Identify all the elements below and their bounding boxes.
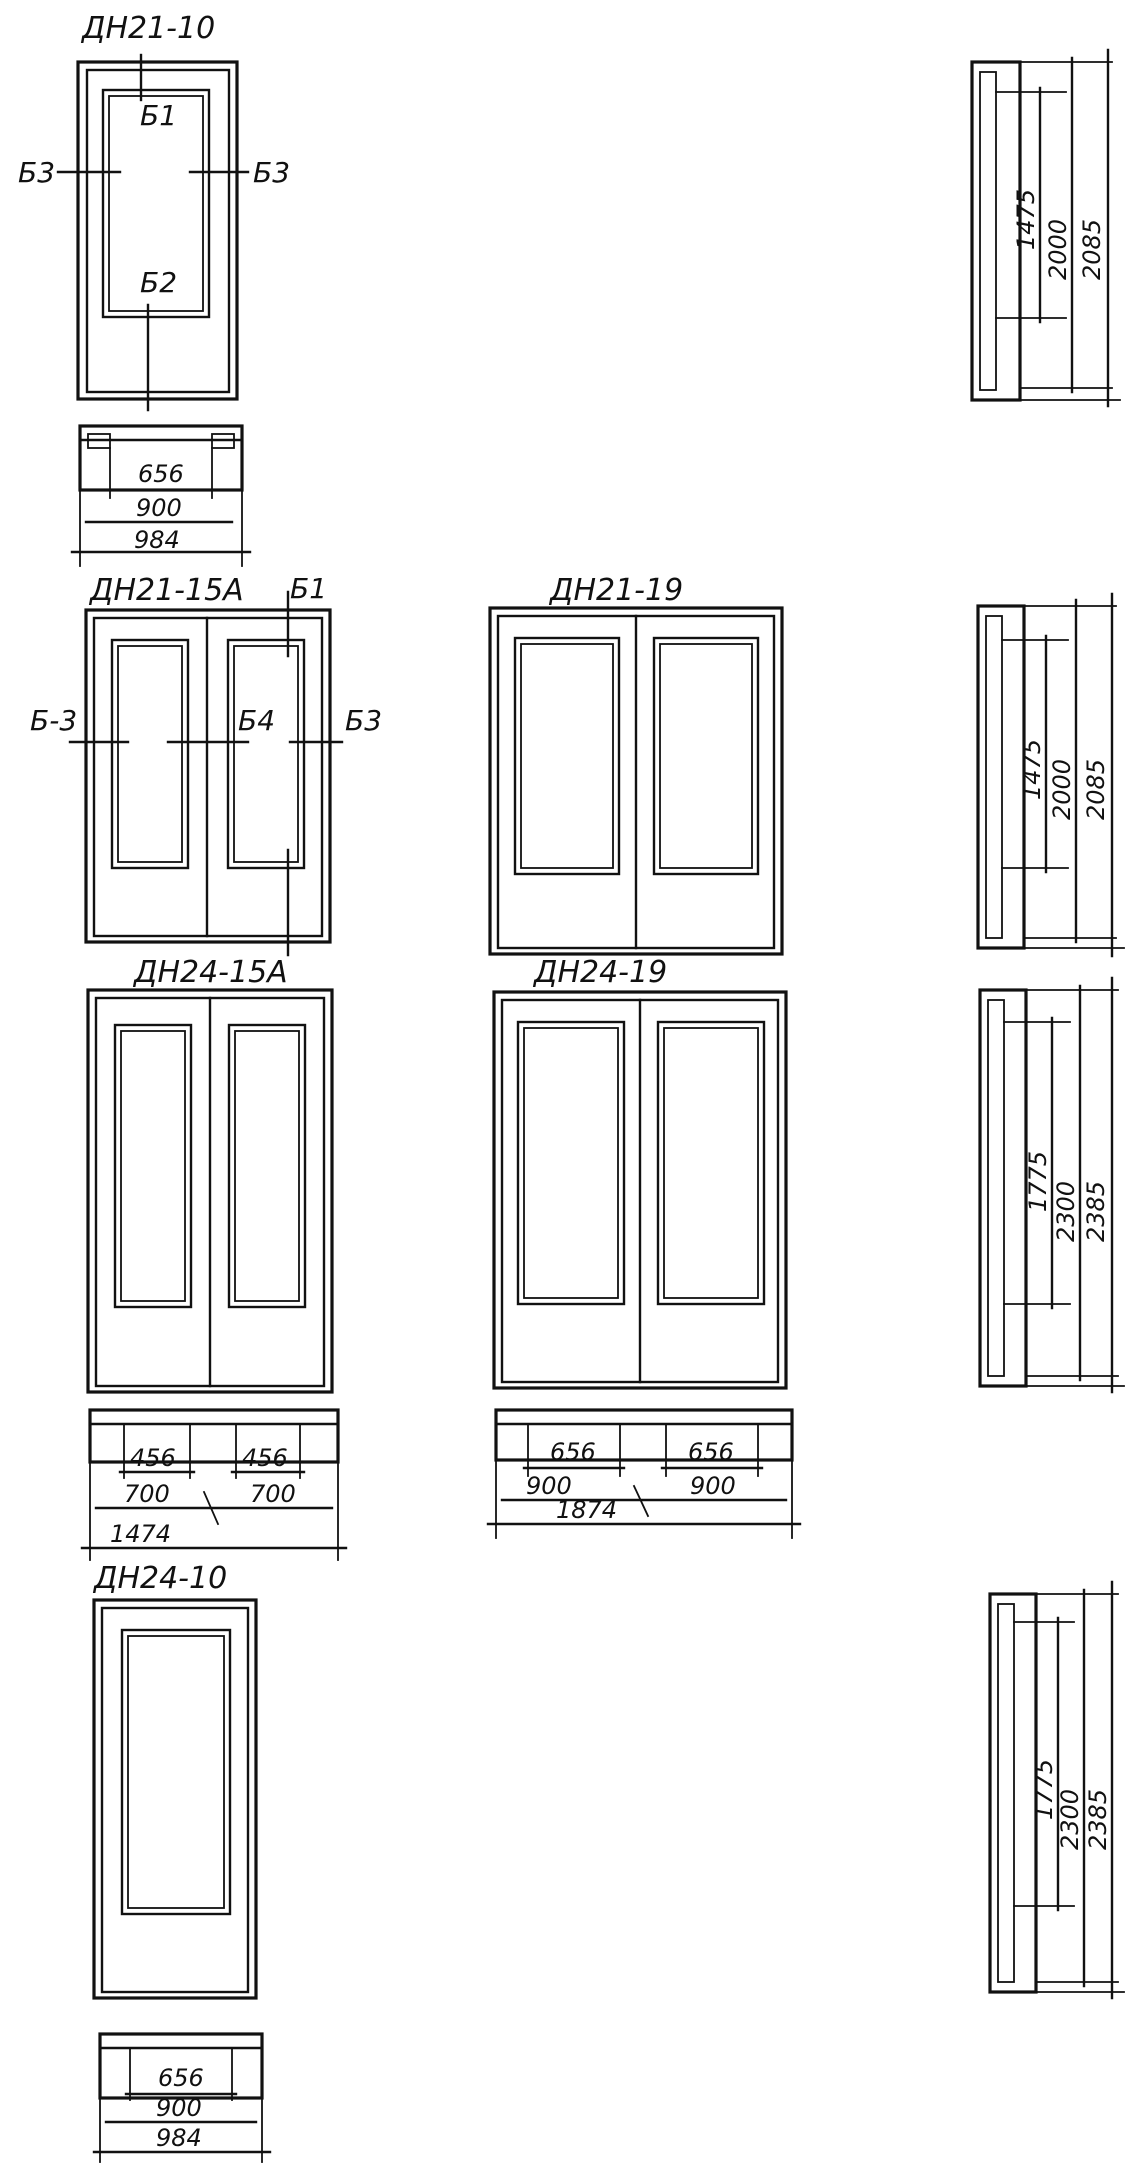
section-label-b3-right: Б3 bbox=[345, 704, 382, 737]
door-dn21-10-title: ДН21-10 bbox=[80, 11, 215, 46]
door-dn24-19-plan: 656 656 900 900 1874 bbox=[486, 1408, 802, 1539]
door-dn21-10-elevation: ДН21-10 Б1 Б3 Б3 Б2 bbox=[18, 11, 290, 412]
dim-tick bbox=[202, 1490, 220, 1526]
glazing-right-outer bbox=[656, 1020, 766, 1306]
glazing-right-inner bbox=[233, 645, 299, 863]
section-leaf bbox=[987, 999, 1005, 1377]
plan-outline bbox=[494, 1408, 794, 1462]
door-dn21-15a-elevation: ДН21-15А Б1 Б-3 Б4 Б3 bbox=[30, 572, 382, 957]
dim-overall-height: 2085 bbox=[1078, 219, 1106, 280]
dim-glass-width: 656 bbox=[158, 2064, 204, 2092]
section-label-b2: Б2 bbox=[140, 266, 177, 299]
dim-overall: 1474 bbox=[110, 1520, 171, 1548]
dim-opening-height: 2000 bbox=[1044, 219, 1072, 280]
section-leaf bbox=[985, 615, 1003, 939]
section-label-b1: Б1 bbox=[290, 572, 327, 605]
dim-opening: 900 bbox=[136, 494, 182, 522]
dim-glass-width: 656 bbox=[138, 460, 184, 488]
section-label-b1: Б1 bbox=[140, 99, 177, 132]
glazing-right-inner bbox=[663, 1027, 759, 1299]
glazing-inner bbox=[127, 1635, 225, 1909]
door-frame-inner bbox=[100, 1606, 250, 1994]
dim-overall-height: 2385 bbox=[1082, 1181, 1110, 1242]
section-label-b4: Б4 bbox=[238, 704, 275, 737]
door-frame-outer bbox=[76, 60, 239, 401]
dim-leaf-left: 900 bbox=[526, 1472, 572, 1500]
dim-tick bbox=[632, 1484, 650, 1518]
plan-jamb-right bbox=[211, 433, 235, 449]
glazing-outer bbox=[101, 88, 211, 319]
door-dn21-19-elevation: ДН21-19 bbox=[488, 573, 784, 956]
side-section-2: 1475 2000 2085 bbox=[976, 592, 1125, 958]
dim-leaf-left: 700 bbox=[124, 1480, 170, 1508]
glazing-left-outer bbox=[516, 1020, 626, 1306]
side-section-1: 1475 2000 2085 bbox=[970, 48, 1121, 408]
glazing-left-inner bbox=[520, 643, 614, 869]
plan-outline bbox=[98, 2032, 264, 2100]
dim-opening-height: 2300 bbox=[1052, 1181, 1080, 1242]
dim-glass-right: 656 bbox=[688, 1438, 734, 1466]
glazing-inner bbox=[108, 95, 204, 312]
door-frame-inner bbox=[85, 68, 231, 394]
dim-overall-height: 2385 bbox=[1084, 1789, 1112, 1850]
door-dn24-15a-elevation: ДН24-15А bbox=[86, 955, 334, 1394]
glazing-left-outer bbox=[513, 636, 621, 876]
door-dn24-10-plan: 656 900 984 bbox=[92, 2032, 272, 2163]
dim-glass-right: 456 bbox=[242, 1444, 288, 1472]
dim-overall: 984 bbox=[156, 2124, 202, 2152]
side-section-3: 1775 2300 2385 bbox=[978, 976, 1125, 1394]
glazing-left-outer bbox=[113, 1023, 193, 1309]
door-dn24-10-elevation: ДН24-10 bbox=[92, 1561, 258, 2000]
section-leaf bbox=[997, 1603, 1015, 1983]
dim-overall: 984 bbox=[134, 526, 180, 554]
glazing-left-outer bbox=[110, 638, 190, 870]
glazing-right-outer bbox=[226, 638, 306, 870]
section-leaf bbox=[979, 71, 997, 391]
dim-glass-left: 656 bbox=[550, 1438, 596, 1466]
door-frame-outer bbox=[84, 608, 332, 944]
plan-outline bbox=[88, 1408, 340, 1464]
dim-glass-height: 1475 bbox=[1012, 189, 1040, 250]
door-dn21-10-plan: 656 900 984 bbox=[70, 424, 252, 567]
plan-jamb-left bbox=[87, 433, 111, 449]
dim-overall: 1874 bbox=[556, 1496, 617, 1524]
door-frame-outer bbox=[86, 988, 334, 1394]
door-frame-outer bbox=[488, 606, 784, 956]
glazing-left-inner bbox=[120, 1030, 186, 1302]
side-section-4: 1775 2300 2385 bbox=[988, 1580, 1125, 2000]
section-label-b3-left: Б-3 bbox=[30, 704, 77, 737]
section-label-b3-right: Б3 bbox=[253, 156, 290, 189]
dim-overall-height: 2085 bbox=[1082, 759, 1110, 820]
door-dn24-15a-plan: 456 456 700 700 1474 bbox=[80, 1408, 348, 1561]
dim-glass-height: 1775 bbox=[1024, 1151, 1052, 1212]
dim-glass-height: 1475 bbox=[1018, 739, 1046, 800]
door-dn21-19-title: ДН21-19 bbox=[548, 573, 683, 608]
door-dn24-15a-title: ДН24-15А bbox=[132, 955, 288, 990]
glazing-right-outer bbox=[227, 1023, 307, 1309]
door-dn24-10-title: ДН24-10 bbox=[92, 1561, 227, 1596]
dim-glass-height: 1775 bbox=[1030, 1759, 1058, 1820]
dim-opening-height: 2000 bbox=[1048, 759, 1076, 820]
dim-leaf-right: 700 bbox=[250, 1480, 296, 1508]
glazing-right-outer bbox=[652, 636, 760, 876]
glazing-left-inner bbox=[523, 1027, 619, 1299]
glazing-right-inner bbox=[234, 1030, 300, 1302]
door-frame-outer bbox=[92, 1598, 258, 2000]
door-frame-outer bbox=[492, 990, 788, 1390]
section-label-b3-left: Б3 bbox=[18, 156, 55, 189]
door-dn24-19-elevation: ДН24-19 bbox=[492, 955, 788, 1390]
dim-opening-height: 2300 bbox=[1056, 1789, 1084, 1850]
door-dn24-19-title: ДН24-19 bbox=[532, 955, 667, 990]
glazing-outer bbox=[120, 1628, 232, 1916]
dim-opening: 900 bbox=[156, 2094, 202, 2122]
dim-leaf-right: 900 bbox=[690, 1472, 736, 1500]
glazing-right-inner bbox=[659, 643, 753, 869]
glazing-left-inner bbox=[117, 645, 183, 863]
door-dn21-15a-title: ДН21-15А bbox=[88, 573, 244, 608]
section-profile bbox=[978, 988, 1028, 1388]
dim-glass-left: 456 bbox=[130, 1444, 176, 1472]
